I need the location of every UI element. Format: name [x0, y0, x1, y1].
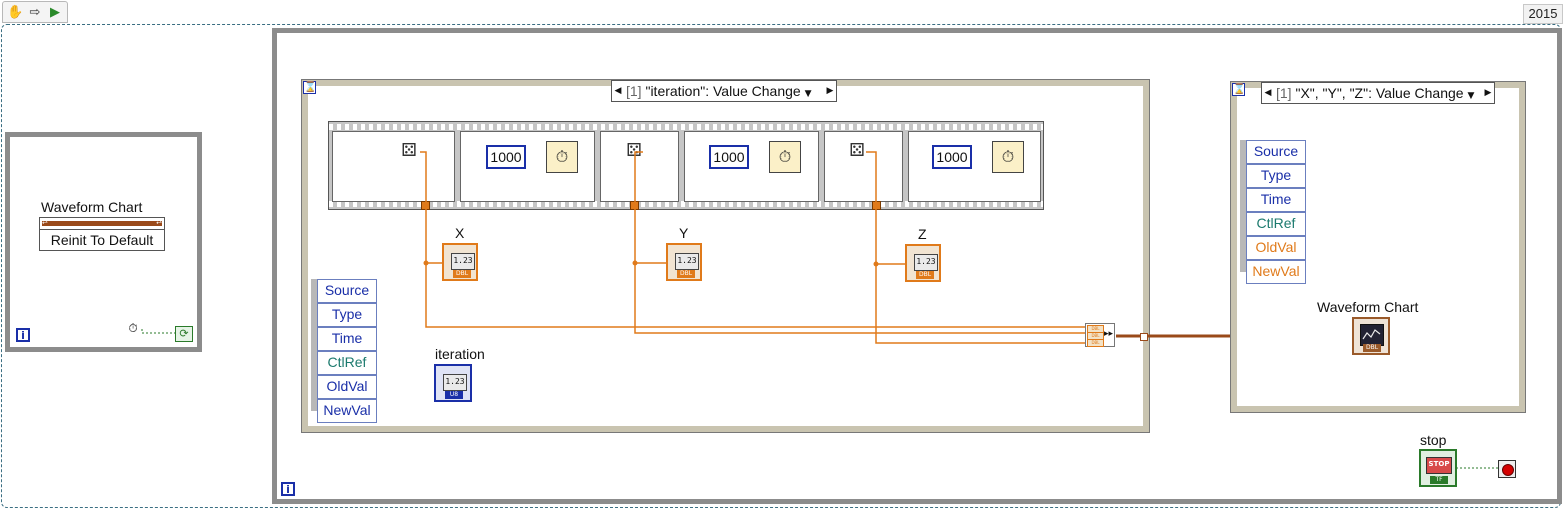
event-data-source[interactable]: Source [1246, 140, 1306, 164]
wait-icon[interactable]: ⏱ [546, 141, 578, 173]
tunnel [1140, 333, 1148, 341]
wait-icon[interactable]: ⏱ [769, 141, 801, 173]
dice-icon[interactable]: ⚄ [626, 140, 642, 161]
event-data-newval[interactable]: NewVal [317, 399, 377, 423]
event-data-node[interactable]: Source Type Time CtlRef OldVal NewVal [1240, 140, 1306, 284]
prev-case-icon[interactable]: ◀ [1264, 88, 1272, 98]
event-case-name: "iteration": Value Change [645, 83, 801, 99]
type-tag: DBL [677, 270, 695, 278]
invoke-node-header [42, 221, 162, 226]
film-holes-bottom [329, 201, 1043, 207]
init-structure[interactable] [5, 132, 202, 352]
next-case-icon[interactable]: ▶ [1484, 88, 1492, 98]
type-tag: TF [1430, 476, 1448, 484]
frame-1[interactable] [332, 131, 455, 202]
arrow-left-icon: ⇄ [42, 219, 48, 226]
waveform-chart-label: Waveform Chart [1317, 299, 1419, 315]
type-tag: U8 [445, 391, 463, 399]
type-tag: DBL [1363, 344, 1381, 352]
arrow-icon[interactable]: ⇨ [29, 5, 41, 20]
hand-icon[interactable]: ✋ [7, 5, 24, 20]
bundle-node[interactable]: DBL DBL DBL ▸▸ [1085, 323, 1115, 347]
stop-condition-icon [1502, 464, 1514, 476]
event-selector-xyz[interactable]: ◀ [1] "X", "Y", "Z": Value Change ▼ ▶ [1261, 82, 1495, 104]
while-loop[interactable] [272, 28, 1562, 504]
dropdown-icon[interactable]: ▼ [1467, 91, 1475, 101]
prev-case-icon[interactable]: ◀ [614, 86, 622, 96]
bundle-input: DBL [1087, 339, 1104, 347]
dice-icon[interactable]: ⚄ [401, 140, 417, 161]
wait-constant[interactable]: 1000 [932, 145, 972, 169]
event-timeout-icon[interactable]: ⌛ [303, 81, 317, 94]
event-data-newval[interactable]: NewVal [1246, 260, 1306, 284]
wait-icon[interactable]: ⏱ [992, 141, 1024, 173]
event-data-type[interactable]: Type [317, 303, 377, 327]
event-case-index: [1] [1276, 85, 1292, 101]
event-case-index: [1] [626, 83, 642, 99]
event-data-time[interactable]: Time [1246, 188, 1306, 212]
event-data-node[interactable]: Source Type Time CtlRef OldVal NewVal [311, 279, 377, 423]
invoke-node[interactable]: ⇄ ⇄ Reinit To Default [39, 217, 165, 251]
event-data-source[interactable]: Source [317, 279, 377, 303]
indicator-x-label: X [455, 225, 465, 241]
run-icon[interactable]: ▶ [50, 5, 60, 20]
bundle-arrow-icon: ▸▸ [1104, 329, 1114, 339]
indicator-y[interactable]: 1.23 DBL [666, 243, 702, 281]
chart-icon [1360, 324, 1384, 346]
arrow-right-icon: ⇄ [156, 219, 162, 226]
event-data-ctlref[interactable]: CtlRef [1246, 212, 1306, 236]
numeric-display: 1.23 [451, 253, 475, 270]
type-tag: DBL [453, 270, 471, 278]
event-data-time[interactable]: Time [317, 327, 377, 351]
event-data-ctlref[interactable]: CtlRef [317, 351, 377, 375]
event-data-oldval[interactable]: OldVal [1246, 236, 1306, 260]
indicator-x[interactable]: 1.23 DBL [442, 243, 478, 281]
indicator-y-label: Y [679, 225, 689, 241]
numeric-display: 1.23 [675, 253, 699, 270]
iteration-control[interactable]: 1.23 U8 [434, 364, 472, 402]
waveform-chart-terminal[interactable]: DBL [1352, 317, 1390, 355]
frame-5[interactable] [824, 131, 903, 202]
iteration-label: iteration [435, 346, 485, 362]
event-data-oldval[interactable]: OldVal [317, 375, 377, 399]
loop-info-icon: i [281, 482, 295, 496]
dice-icon[interactable]: ⚄ [849, 140, 865, 161]
stop-button[interactable]: STOP [1426, 457, 1452, 474]
wait-constant[interactable]: 1000 [709, 145, 749, 169]
type-tag: DBL [916, 271, 934, 279]
indicator-z-label: Z [918, 226, 927, 242]
frame-3[interactable] [600, 131, 679, 202]
event-selector-iteration[interactable]: ◀ [1] "iteration": Value Change ▼ ▶ [611, 80, 837, 102]
info-icon: i [16, 328, 30, 342]
stop-label: stop [1420, 432, 1447, 448]
indicator-z[interactable]: 1.23 DBL [905, 244, 941, 282]
stop-button-terminal[interactable]: STOP TF [1419, 449, 1457, 487]
numeric-display: 1.23 [443, 374, 467, 391]
event-data-type[interactable]: Type [1246, 164, 1306, 188]
palette-toolbar[interactable]: ✋ ⇨ ▶ [2, 1, 68, 23]
next-case-icon[interactable]: ▶ [826, 86, 834, 96]
reinit-method[interactable]: Reinit To Default [40, 229, 164, 251]
film-holes-top [329, 124, 1043, 130]
event-timeout-icon[interactable]: ⌛ [1232, 83, 1246, 96]
dropdown-icon[interactable]: ▼ [804, 89, 812, 99]
loop-iteration-icon: ⟳ [175, 326, 193, 342]
wait-constant[interactable]: 1000 [486, 145, 526, 169]
version-badge: 2015 [1523, 4, 1563, 24]
clock-icon: ⏱ [128, 321, 138, 335]
event-case-name: "X", "Y", "Z": Value Change [1295, 85, 1464, 101]
loop-condition-terminal[interactable] [1498, 460, 1516, 478]
numeric-display: 1.23 [914, 254, 938, 271]
chart-property-label: Waveform Chart [41, 199, 143, 215]
